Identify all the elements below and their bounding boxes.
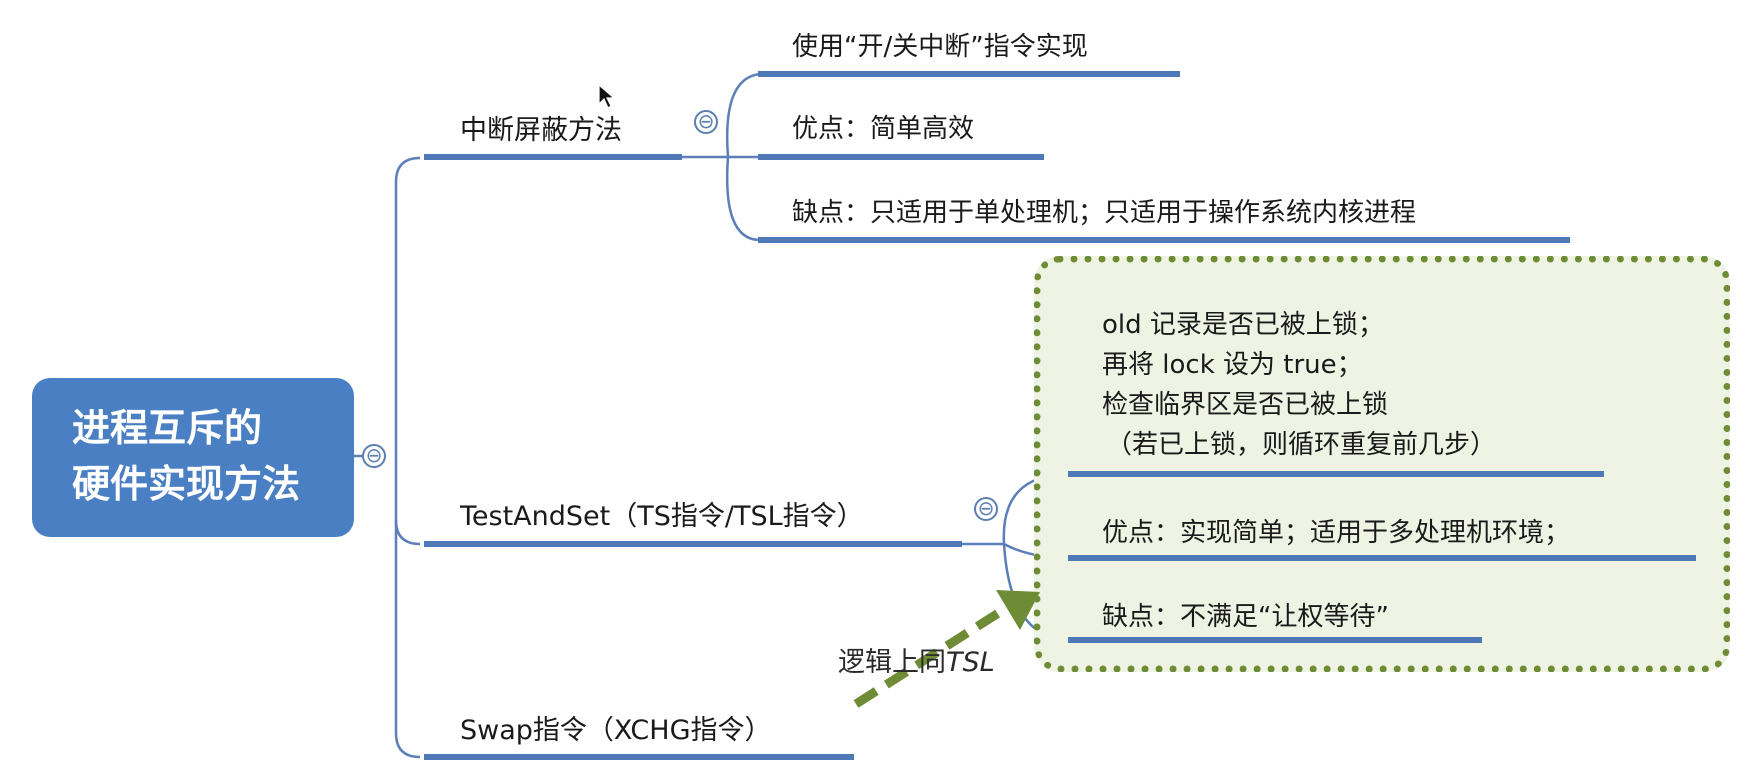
interrupt-collapse-icon[interactable]: ⊖ bbox=[694, 110, 718, 134]
branch-testandset-label[interactable]: TestAndSet（TS指令/TSL指令） bbox=[460, 501, 864, 532]
tas-detail-line-4: （若已上锁，则循环重复前几步） bbox=[1106, 430, 1497, 460]
tas-pros[interactable]: 优点：实现简单；适用于多处理机环境； bbox=[1102, 518, 1571, 548]
tas-cons[interactable]: 缺点：不满足“让权等待” bbox=[1102, 602, 1389, 632]
trunk-to-tas bbox=[394, 519, 421, 546]
root-line-2: 硬件实现方法 bbox=[72, 462, 301, 506]
branch-swap-label[interactable]: Swap指令（XCHG指令） bbox=[460, 715, 772, 746]
annotation-prefix: 逻辑上同 bbox=[838, 647, 946, 678]
mouse-cursor-icon bbox=[598, 84, 616, 109]
trunk-vertical bbox=[394, 156, 421, 759]
testandset-detail-box bbox=[1034, 256, 1730, 672]
logic-arrow-head bbox=[996, 590, 1040, 630]
interrupt-fan bbox=[682, 72, 761, 242]
interrupt-child-2[interactable]: 优点：简单高效 bbox=[792, 114, 975, 144]
root-line-1: 进程互斥的 bbox=[72, 406, 263, 450]
interrupt-child-3[interactable]: 缺点：只适用于单处理机；只适用于操作系统内核进程 bbox=[792, 198, 1417, 228]
testandset-fan bbox=[962, 472, 1071, 642]
testandset-collapse-icon[interactable]: ⊖ bbox=[974, 497, 998, 521]
tas-detail-line-1: old 记录是否已被上锁； bbox=[1102, 310, 1384, 340]
logic-arrow-shaft bbox=[853, 608, 1003, 708]
branch-interrupt-label[interactable]: 中断屏蔽方法 bbox=[460, 115, 622, 146]
tas-detail-line-2: 再将 lock 设为 true； bbox=[1102, 350, 1363, 380]
logic-same-annotation: 逻辑上同TSL bbox=[838, 640, 995, 679]
interrupt-child-1[interactable]: 使用“开/关中断”指令实现 bbox=[792, 32, 1088, 62]
root-node[interactable]: 进程互斥的 硬件实现方法 bbox=[32, 378, 354, 537]
tas-detail-line-3: 检查临界区是否已被上锁 bbox=[1102, 390, 1389, 420]
annotation-term: TSL bbox=[946, 647, 995, 678]
root-collapse-icon[interactable]: ⊖ bbox=[362, 444, 386, 468]
